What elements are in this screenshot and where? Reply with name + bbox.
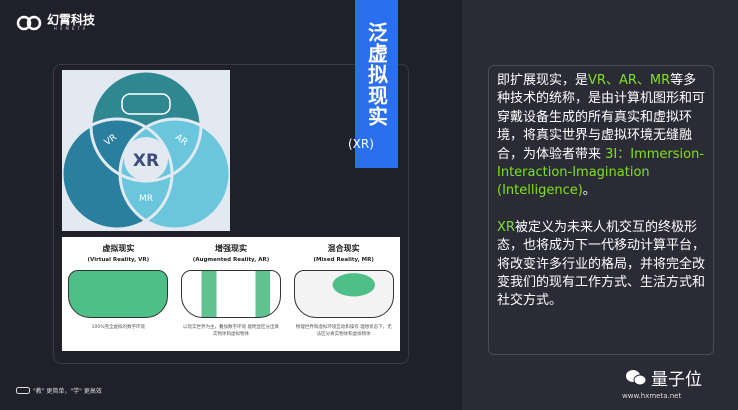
vr-headset-icon: [121, 93, 171, 115]
headset-icon: [16, 387, 30, 394]
type-mr: 混合现实 (Mixed Reality, MR) 物理世界和虚拟环境互动和操作 …: [287, 237, 400, 351]
paragraph-1: 即扩展现实，是VR、AR、MR等多种技术的统称，是由计算机图形和可穿戴设备生成的…: [497, 72, 705, 201]
wechat-brand: 量子位: [625, 365, 702, 390]
type-desc: 100%完全虚拟的数字环境: [91, 325, 146, 330]
description-box: 即扩展现实，是VR、AR、MR等多种技术的统称，是由计算机图形和可穿戴设备生成的…: [488, 65, 714, 355]
highlight: 3I：Immersion-Interaction-Imagination (In…: [497, 146, 705, 199]
xr-types-panel: 虚拟现实 (Virtual Reality, VR) 100%完全虚拟的数字环境…: [62, 237, 400, 351]
venn-center-label: XR: [133, 151, 159, 171]
mr-illustration: [293, 270, 394, 318]
type-en: (Augmented Reality, AR): [192, 257, 270, 263]
title-banner: 泛虚拟现实: [355, 0, 398, 168]
text: 。: [582, 183, 596, 199]
type-en: (Virtual Reality, VR): [87, 257, 150, 263]
text: 即扩展现实，是: [497, 73, 589, 88]
slogan-text: "教" 更简单，"学" 更高效: [33, 388, 102, 395]
logo-name: 幻霄科技: [47, 13, 96, 27]
ar-illustration: [181, 270, 281, 318]
title-tag: (XR): [348, 137, 374, 151]
type-vr: 虚拟现实 (Virtual Reality, VR) 100%完全虚拟的数字环境: [62, 237, 175, 351]
paragraph-2: XR被定义为未来人机交互的终极形态，也将成为下一代移动计算平台，将改变许多行业的…: [497, 219, 705, 311]
venn-label-mr: MR: [139, 194, 153, 204]
image-frame: [53, 64, 409, 364]
text: 被定义为未来人机交互的终极形态，也将成为下一代移动计算平台，将改变许多行业的格局…: [497, 219, 706, 309]
type-desc: 以现实世界为主，叠加数字环境 能明显区分出真实物体和虚拟物体: [183, 325, 279, 337]
rings-logo-icon: [16, 15, 42, 30]
page-title: 泛虚拟现实: [364, 22, 389, 127]
xr-venn-diagram: XR VR AR MR: [60, 69, 232, 231]
type-title: 混合现实: [327, 244, 360, 253]
type-desc: 物理世界和虚拟环境互动和操作 理想状态下，无法区分真实物体和虚拟物体: [295, 325, 392, 337]
highlight: XR: [497, 219, 515, 235]
website-url: www.hxmeta.net: [622, 392, 682, 400]
vr-illustration: [68, 270, 169, 318]
wechat-icon: [626, 369, 647, 385]
type-en: (Mixed Reality, MR): [313, 257, 374, 263]
brand-name: 量子位: [651, 370, 702, 390]
highlight: VR、AR、MR: [588, 73, 671, 88]
type-title: 增强现实: [215, 244, 247, 253]
text: 等多种技术的统称，是由计算机图形和可穿戴设备生成的所有真实和虚拟环境，将真实世界…: [497, 73, 706, 162]
type-ar: 增强现实 (Augmented Reality, AR) 以现实世界为主，叠加数…: [175, 237, 288, 351]
type-title: 虚拟现实: [102, 244, 135, 253]
right-panel-bg: [462, 0, 738, 410]
footer-slogan: "教" 更简单，"学" 更高效: [16, 386, 102, 395]
logo-sub: HXMETA: [53, 26, 89, 31]
